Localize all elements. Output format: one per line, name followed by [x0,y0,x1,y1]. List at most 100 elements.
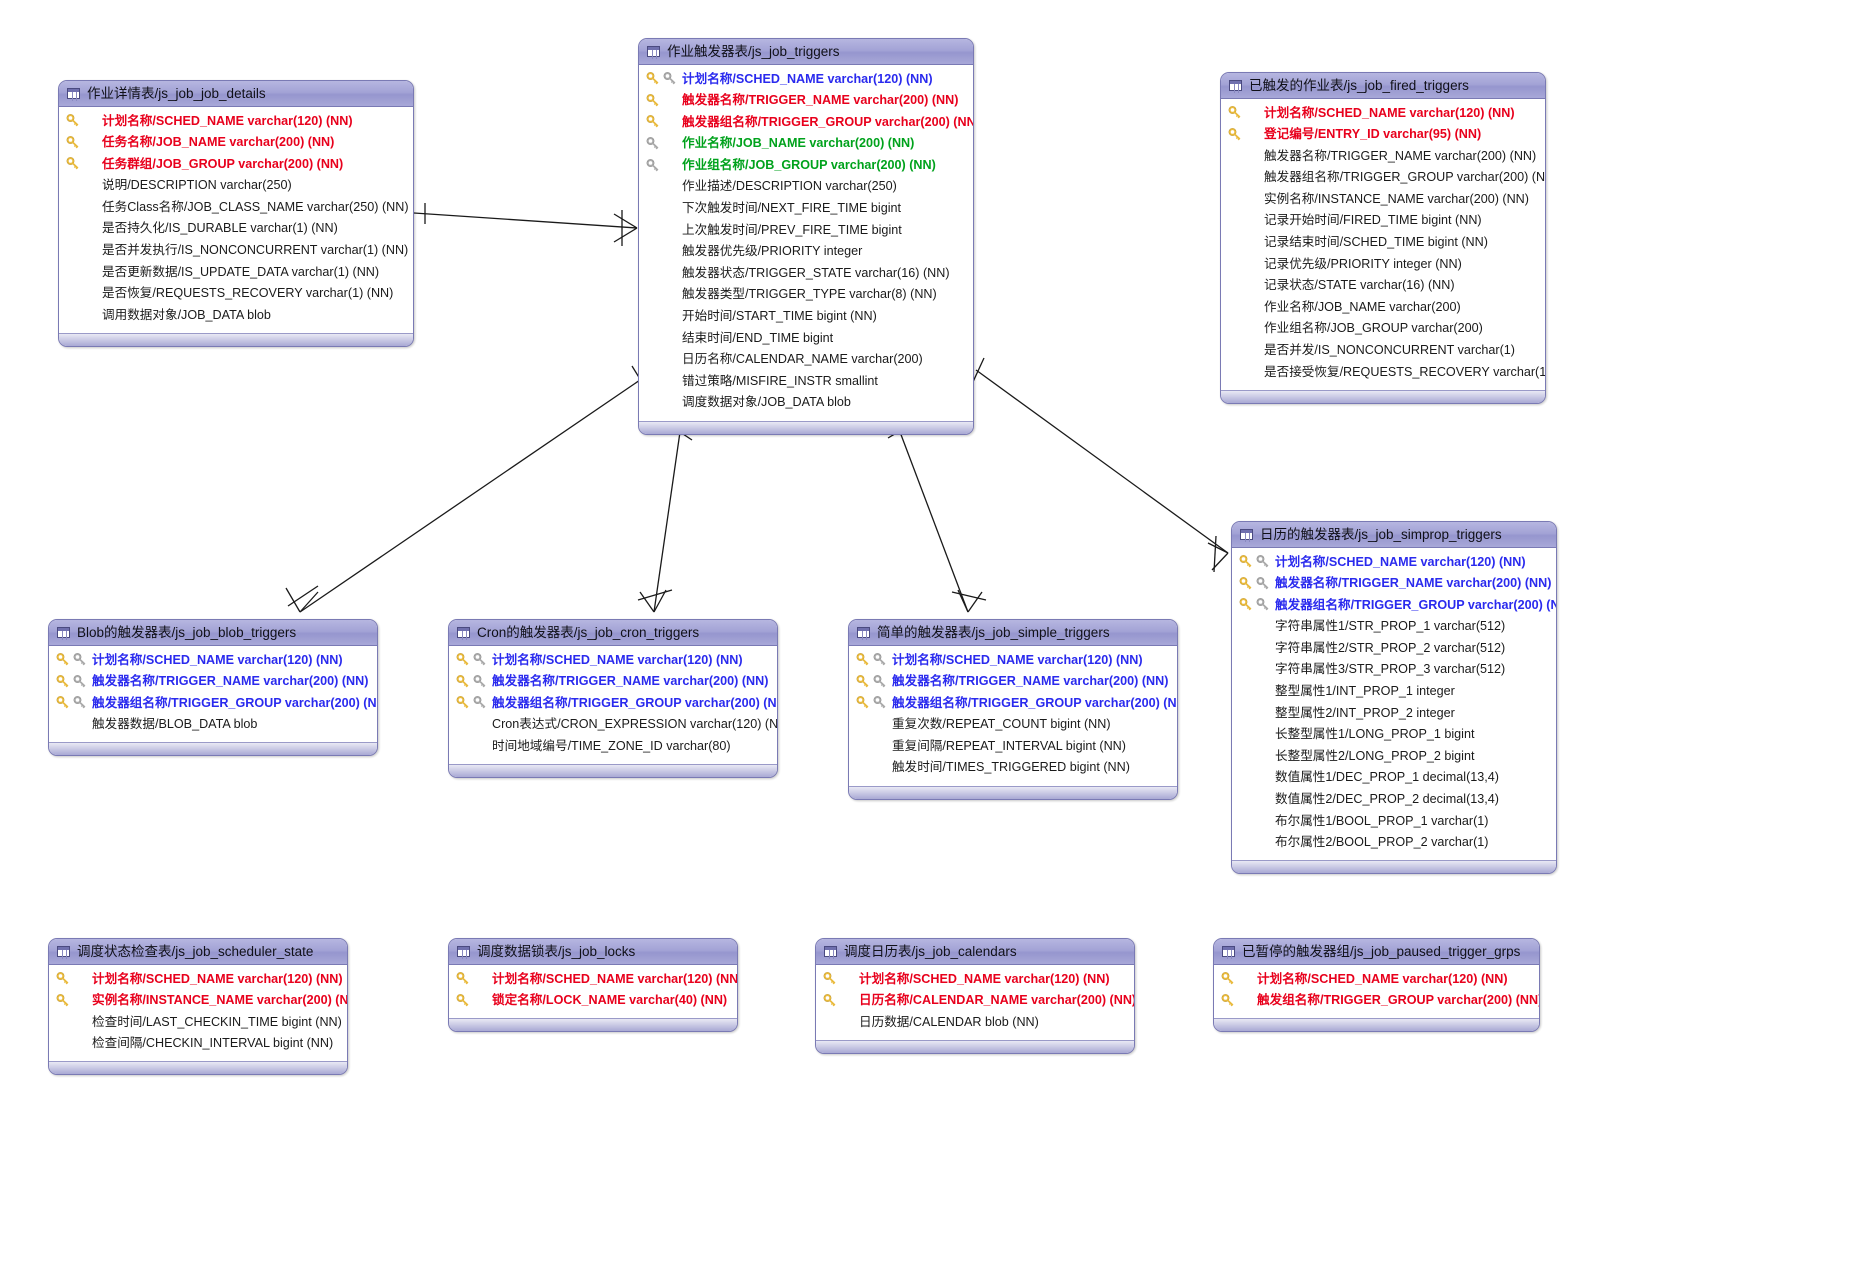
entity-table-triggers[interactable]: 作业触发器表/js_job_triggers 计划名称/SCHED_NAME va… [638,38,974,435]
table-column[interactable]: 重复次数/REPEAT_COUNT bigint (NN) [849,714,1177,736]
table-column[interactable]: 作业描述/DESCRIPTION varchar(250) [639,176,973,198]
table-column[interactable]: 日历名称/CALENDAR_NAME varchar(200) (NN) [816,990,1134,1012]
entity-table-cron_triggers[interactable]: Cron的触发器表/js_job_cron_triggers 计划名称/SCHED… [448,619,778,778]
table-column[interactable]: 作业组名称/JOB_GROUP varchar(200) [1221,318,1545,340]
table-column[interactable]: 错过策略/MISFIRE_INSTR smallint [639,370,973,392]
table-column[interactable]: 计划名称/SCHED_NAME varchar(120) (NN) [816,968,1134,990]
table-column[interactable]: 触发器优先级/PRIORITY integer [639,241,973,263]
table-column[interactable]: 日历名称/CALENDAR_NAME varchar(200) [639,349,973,371]
table-column[interactable]: 触发器组名称/TRIGGER_GROUP varchar(200) (NN) [49,692,377,714]
table-column[interactable]: 重复间隔/REPEAT_INTERVAL bigint (NN) [849,735,1177,757]
table-column[interactable]: 计划名称/SCHED_NAME varchar(120) (NN) [49,649,377,671]
table-column[interactable]: 触发器组名称/TRIGGER_GROUP varchar(200) (NN) [449,692,777,714]
table-header-cron_triggers[interactable]: Cron的触发器表/js_job_cron_triggers [449,620,777,646]
table-column[interactable]: 触发器名称/TRIGGER_NAME varchar(200) (NN) [849,671,1177,693]
entity-table-blob_triggers[interactable]: Blob的触发器表/js_job_blob_triggers 计划名称/SCHED… [48,619,378,757]
table-column[interactable]: 触发器状态/TRIGGER_STATE varchar(16) (NN) [639,262,973,284]
table-column[interactable]: 计划名称/SCHED_NAME varchar(120) (NN) [1214,968,1539,990]
table-column[interactable]: 触发器名称/TRIGGER_NAME varchar(200) (NN) [1221,145,1545,167]
table-header-paused_trigger_grps[interactable]: 已暂停的触发器组/js_job_paused_trigger_grps [1214,939,1539,965]
table-column[interactable]: 登记编号/ENTRY_ID varchar(95) (NN) [1221,124,1545,146]
table-column[interactable]: 上次触发时间/PREV_FIRE_TIME bigint [639,219,973,241]
table-column[interactable]: 触发器组名称/TRIGGER_GROUP varchar(200) (NN) [1232,594,1556,616]
table-header-fired_triggers[interactable]: 已触发的作业表/js_job_fired_triggers [1221,73,1545,99]
table-column[interactable]: 实例名称/INSTANCE_NAME varchar(200) (NN) [49,990,347,1012]
table-column[interactable]: 数值属性2/DEC_PROP_2 decimal(13,4) [1232,789,1556,811]
table-column[interactable]: 任务Class名称/JOB_CLASS_NAME varchar(250) (N… [59,196,413,218]
entity-table-paused_trigger_grps[interactable]: 已暂停的触发器组/js_job_paused_trigger_grps 计划名称/… [1213,938,1540,1033]
table-column[interactable]: 开始时间/START_TIME bigint (NN) [639,306,973,328]
table-column[interactable]: 字符串属性2/STR_PROP_2 varchar(512) [1232,637,1556,659]
table-column[interactable]: 任务名称/JOB_NAME varchar(200) (NN) [59,132,413,154]
table-column[interactable]: 布尔属性2/BOOL_PROP_2 varchar(1) [1232,832,1556,854]
table-column[interactable]: 数值属性1/DEC_PROP_1 decimal(13,4) [1232,767,1556,789]
table-column[interactable]: 作业名称/JOB_NAME varchar(200) (NN) [639,133,973,155]
table-column[interactable]: 触发器组名称/TRIGGER_GROUP varchar(200) (NN) [1221,167,1545,189]
table-column[interactable]: 下次触发时间/NEXT_FIRE_TIME bigint [639,198,973,220]
table-header-simple_triggers[interactable]: 简单的触发器表/js_job_simple_triggers [849,620,1177,646]
table-header-blob_triggers[interactable]: Blob的触发器表/js_job_blob_triggers [49,620,377,646]
table-column[interactable]: 是否并发执行/IS_NONCONCURRENT varchar(1) (NN) [59,240,413,262]
table-column[interactable]: 触发器名称/TRIGGER_NAME varchar(200) (NN) [1232,573,1556,595]
table-column[interactable]: 整型属性1/INT_PROP_1 integer [1232,681,1556,703]
table-column[interactable]: 是否并发/IS_NONCONCURRENT varchar(1) [1221,340,1545,362]
table-column[interactable]: 计划名称/SCHED_NAME varchar(120) (NN) [639,68,973,90]
table-column[interactable]: 计划名称/SCHED_NAME varchar(120) (NN) [449,649,777,671]
table-column[interactable]: 任务群组/JOB_GROUP varchar(200) (NN) [59,153,413,175]
table-column[interactable]: 结束时间/END_TIME bigint [639,327,973,349]
entity-table-scheduler_state[interactable]: 调度状态检查表/js_job_scheduler_state 计划名称/SCHED… [48,938,348,1076]
table-column[interactable]: 触发器名称/TRIGGER_NAME varchar(200) (NN) [449,671,777,693]
table-column[interactable]: 长整型属性1/LONG_PROP_1 bigint [1232,724,1556,746]
table-column[interactable]: 布尔属性1/BOOL_PROP_1 varchar(1) [1232,810,1556,832]
table-column[interactable]: 作业名称/JOB_NAME varchar(200) [1221,296,1545,318]
entity-table-simple_triggers[interactable]: 简单的触发器表/js_job_simple_triggers 计划名称/SCHED… [848,619,1178,800]
table-column[interactable]: 检查时间/LAST_CHECKIN_TIME bigint (NN) [49,1011,347,1033]
table-column[interactable]: 是否持久化/IS_DURABLE varchar(1) (NN) [59,218,413,240]
table-column[interactable]: 计划名称/SCHED_NAME varchar(120) (NN) [59,110,413,132]
table-column[interactable]: 是否更新数据/IS_UPDATE_DATA varchar(1) (NN) [59,261,413,283]
entity-table-simprop_triggers[interactable]: 日历的触发器表/js_job_simprop_triggers 计划名称/SCHE… [1231,521,1557,875]
table-column[interactable]: 调用数据对象/JOB_DATA blob [59,304,413,326]
table-column[interactable]: Cron表达式/CRON_EXPRESSION varchar(120) (NN… [449,714,777,736]
table-header-simprop_triggers[interactable]: 日历的触发器表/js_job_simprop_triggers [1232,522,1556,548]
table-column[interactable]: 字符串属性3/STR_PROP_3 varchar(512) [1232,659,1556,681]
table-column[interactable]: 是否恢复/REQUESTS_RECOVERY varchar(1) (NN) [59,283,413,305]
table-header-calendars[interactable]: 调度日历表/js_job_calendars [816,939,1134,965]
table-column[interactable]: 记录开始时间/FIRED_TIME bigint (NN) [1221,210,1545,232]
table-column[interactable]: 计划名称/SCHED_NAME varchar(120) (NN) [49,968,347,990]
table-header-scheduler_state[interactable]: 调度状态检查表/js_job_scheduler_state [49,939,347,965]
entity-table-job_details[interactable]: 作业详情表/js_job_job_details 计划名称/SCHED_NAME … [58,80,414,347]
table-column[interactable]: 触发器名称/TRIGGER_NAME varchar(200) (NN) [639,90,973,112]
table-column[interactable]: 说明/DESCRIPTION varchar(250) [59,175,413,197]
table-column[interactable]: 锁定名称/LOCK_NAME varchar(40) (NN) [449,990,737,1012]
table-column[interactable]: 日历数据/CALENDAR blob (NN) [816,1011,1134,1033]
table-column[interactable]: 触发器组名称/TRIGGER_GROUP varchar(200) (NN) [849,692,1177,714]
table-column[interactable]: 计划名称/SCHED_NAME varchar(120) (NN) [849,649,1177,671]
table-header-triggers[interactable]: 作业触发器表/js_job_triggers [639,39,973,65]
table-column[interactable]: 整型属性2/INT_PROP_2 integer [1232,702,1556,724]
table-column[interactable]: 时间地域编号/TIME_ZONE_ID varchar(80) [449,735,777,757]
table-column[interactable]: 字符串属性1/STR_PROP_1 varchar(512) [1232,616,1556,638]
table-column[interactable]: 触发器组名称/TRIGGER_GROUP varchar(200) (NN) [639,111,973,133]
table-column[interactable]: 长整型属性2/LONG_PROP_2 bigint [1232,745,1556,767]
table-column[interactable]: 实例名称/INSTANCE_NAME varchar(200) (NN) [1221,188,1545,210]
table-column[interactable]: 计划名称/SCHED_NAME varchar(120) (NN) [449,968,737,990]
table-column[interactable]: 记录结束时间/SCHED_TIME bigint (NN) [1221,232,1545,254]
table-column[interactable]: 触发时间/TIMES_TRIGGERED bigint (NN) [849,757,1177,779]
table-column[interactable]: 检查间隔/CHECKIN_INTERVAL bigint (NN) [49,1033,347,1055]
entity-table-calendars[interactable]: 调度日历表/js_job_calendars 计划名称/SCHED_NAME va… [815,938,1135,1054]
table-column[interactable]: 触发器类型/TRIGGER_TYPE varchar(8) (NN) [639,284,973,306]
table-column[interactable]: 是否接受恢复/REQUESTS_RECOVERY varchar(1) [1221,361,1545,383]
entity-table-locks[interactable]: 调度数据锁表/js_job_locks 计划名称/SCHED_NAME varch… [448,938,738,1033]
table-header-locks[interactable]: 调度数据锁表/js_job_locks [449,939,737,965]
table-column[interactable]: 记录优先级/PRIORITY integer (NN) [1221,253,1545,275]
table-column[interactable]: 触发器名称/TRIGGER_NAME varchar(200) (NN) [49,671,377,693]
table-column[interactable]: 调度数据对象/JOB_DATA blob [639,392,973,414]
table-header-job_details[interactable]: 作业详情表/js_job_job_details [59,81,413,107]
table-column[interactable]: 触发组名称/TRIGGER_GROUP varchar(200) (NN) [1214,990,1539,1012]
table-column[interactable]: 记录状态/STATE varchar(16) (NN) [1221,275,1545,297]
table-column[interactable]: 触发器数据/BLOB_DATA blob [49,714,377,736]
table-column[interactable]: 作业组名称/JOB_GROUP varchar(200) (NN) [639,154,973,176]
table-column[interactable]: 计划名称/SCHED_NAME varchar(120) (NN) [1232,551,1556,573]
